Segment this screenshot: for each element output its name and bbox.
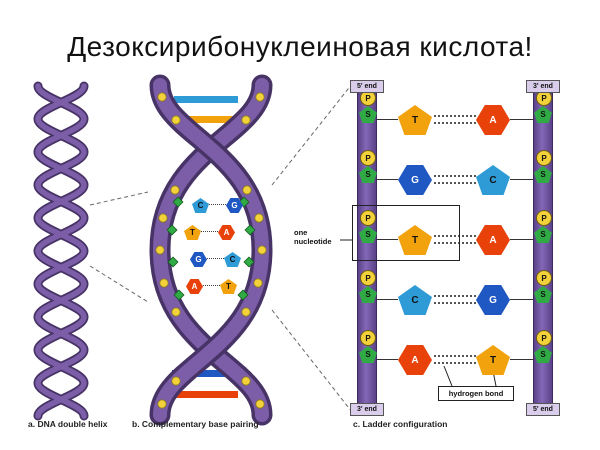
sugar-node: S [359, 286, 377, 303]
hydrogen-bond-dots [209, 204, 226, 205]
hydrogen-bond-dots [434, 115, 476, 124]
sugar-node: S [534, 286, 552, 303]
sugar-base-link [510, 359, 534, 360]
base-left: G [190, 252, 207, 267]
sugar-node: S [359, 226, 377, 243]
base-left: T [184, 225, 201, 240]
one-nucleotide-label: one nucleotide [294, 228, 332, 247]
hydrogen-bond-label: hydrogen bond [438, 386, 514, 401]
base-left: C [192, 198, 209, 213]
phosphate-node: P [360, 330, 376, 346]
right-strand-3-end-label: 3' end [526, 80, 560, 93]
sugar-node: S [534, 106, 552, 123]
phosphate-node: P [536, 270, 552, 286]
base-right: C [224, 252, 241, 267]
helix-b-hidden-rungs [172, 96, 240, 398]
caption-dna-double-helix: a. DNA double helix [28, 419, 108, 429]
sugar-base-link [377, 179, 398, 180]
sugar-node: S [359, 166, 377, 183]
hydrogen-bond-dots [434, 355, 476, 364]
base-right: G [226, 198, 243, 213]
sugar-base-link [510, 239, 534, 240]
sugar-base-link [510, 299, 534, 300]
sugar-base-link [510, 119, 534, 120]
sugar-node: S [534, 346, 552, 363]
sugar-base-link [377, 359, 398, 360]
phosphate-node: P [536, 210, 552, 226]
hydrogen-bond-dots [434, 295, 476, 304]
page-title: Дезоксирибонуклеиновая кислота! [67, 30, 533, 62]
phosphate-node: P [360, 210, 376, 226]
caption-ladder-configuration: c. Ladder configuration [353, 419, 448, 429]
double-helix-b [149, 74, 273, 426]
hydrogen-bond-dots [207, 258, 224, 259]
hydrogen-bond-dots [203, 285, 220, 286]
sugar-base-link [377, 119, 398, 120]
phosphate-dots [155, 92, 267, 409]
sugar-base-link [377, 239, 398, 240]
hydrogen-bond-dots [434, 175, 476, 184]
phosphate-node: P [536, 330, 552, 346]
base-right: T [220, 279, 237, 294]
sugar-diamonds [166, 196, 256, 301]
sugar-node: S [359, 106, 377, 123]
caption-base-pairing: b. Complementary base pairing [132, 419, 259, 429]
base-left: A [186, 279, 203, 294]
sugar-base-link [510, 179, 534, 180]
sugar-node: S [534, 226, 552, 243]
sugar-base-link [377, 299, 398, 300]
hydrogen-bond-dots [434, 235, 476, 244]
phosphate-node: P [360, 270, 376, 286]
one-nucleotide-box [352, 205, 460, 261]
right-backbone-strand [533, 80, 553, 416]
phosphate-node: P [536, 150, 552, 166]
phosphate-node: P [360, 150, 376, 166]
double-helix-a [33, 81, 89, 421]
hydrogen-bond-dots [201, 231, 218, 232]
left-strand-3-end-label: 3' end [350, 403, 384, 416]
right-strand-5-end-label: 5' end [526, 403, 560, 416]
left-strand-5-end-label: 5' end [350, 80, 384, 93]
base-right: A [218, 225, 235, 240]
zoom-connector-lines [89, 83, 353, 413]
sugar-node: S [359, 346, 377, 363]
sugar-node: S [534, 166, 552, 183]
